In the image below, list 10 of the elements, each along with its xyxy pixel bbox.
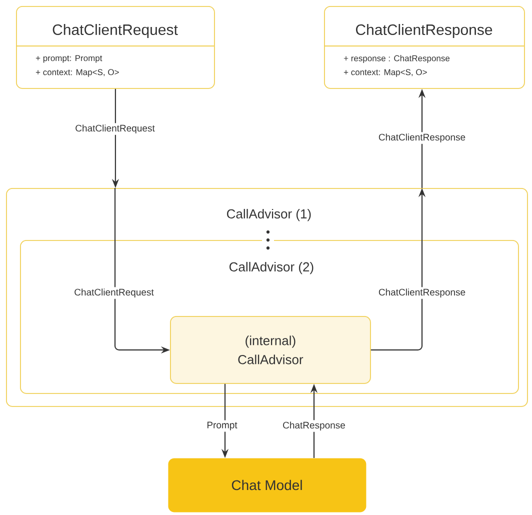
edge-label: ChatClientRequest [72,287,156,299]
edge-label: ChatClientResponse [376,132,468,144]
edge-label: ChatClientResponse [376,287,468,299]
edge-label: ChatResponse [281,420,347,432]
model-box: Chat Model [168,458,366,512]
class-box: ChatClientResponse + response : ChatResponse + context: Map<S, O> [324,6,525,89]
edge-label: Prompt [205,420,239,432]
class-box: ChatClientRequest + prompt: Prompt + context: Map<S, O> [16,6,215,89]
advisor-box: (internal) CallAdvisor [170,316,371,384]
edge-label: ChatClientRequest [74,123,156,135]
